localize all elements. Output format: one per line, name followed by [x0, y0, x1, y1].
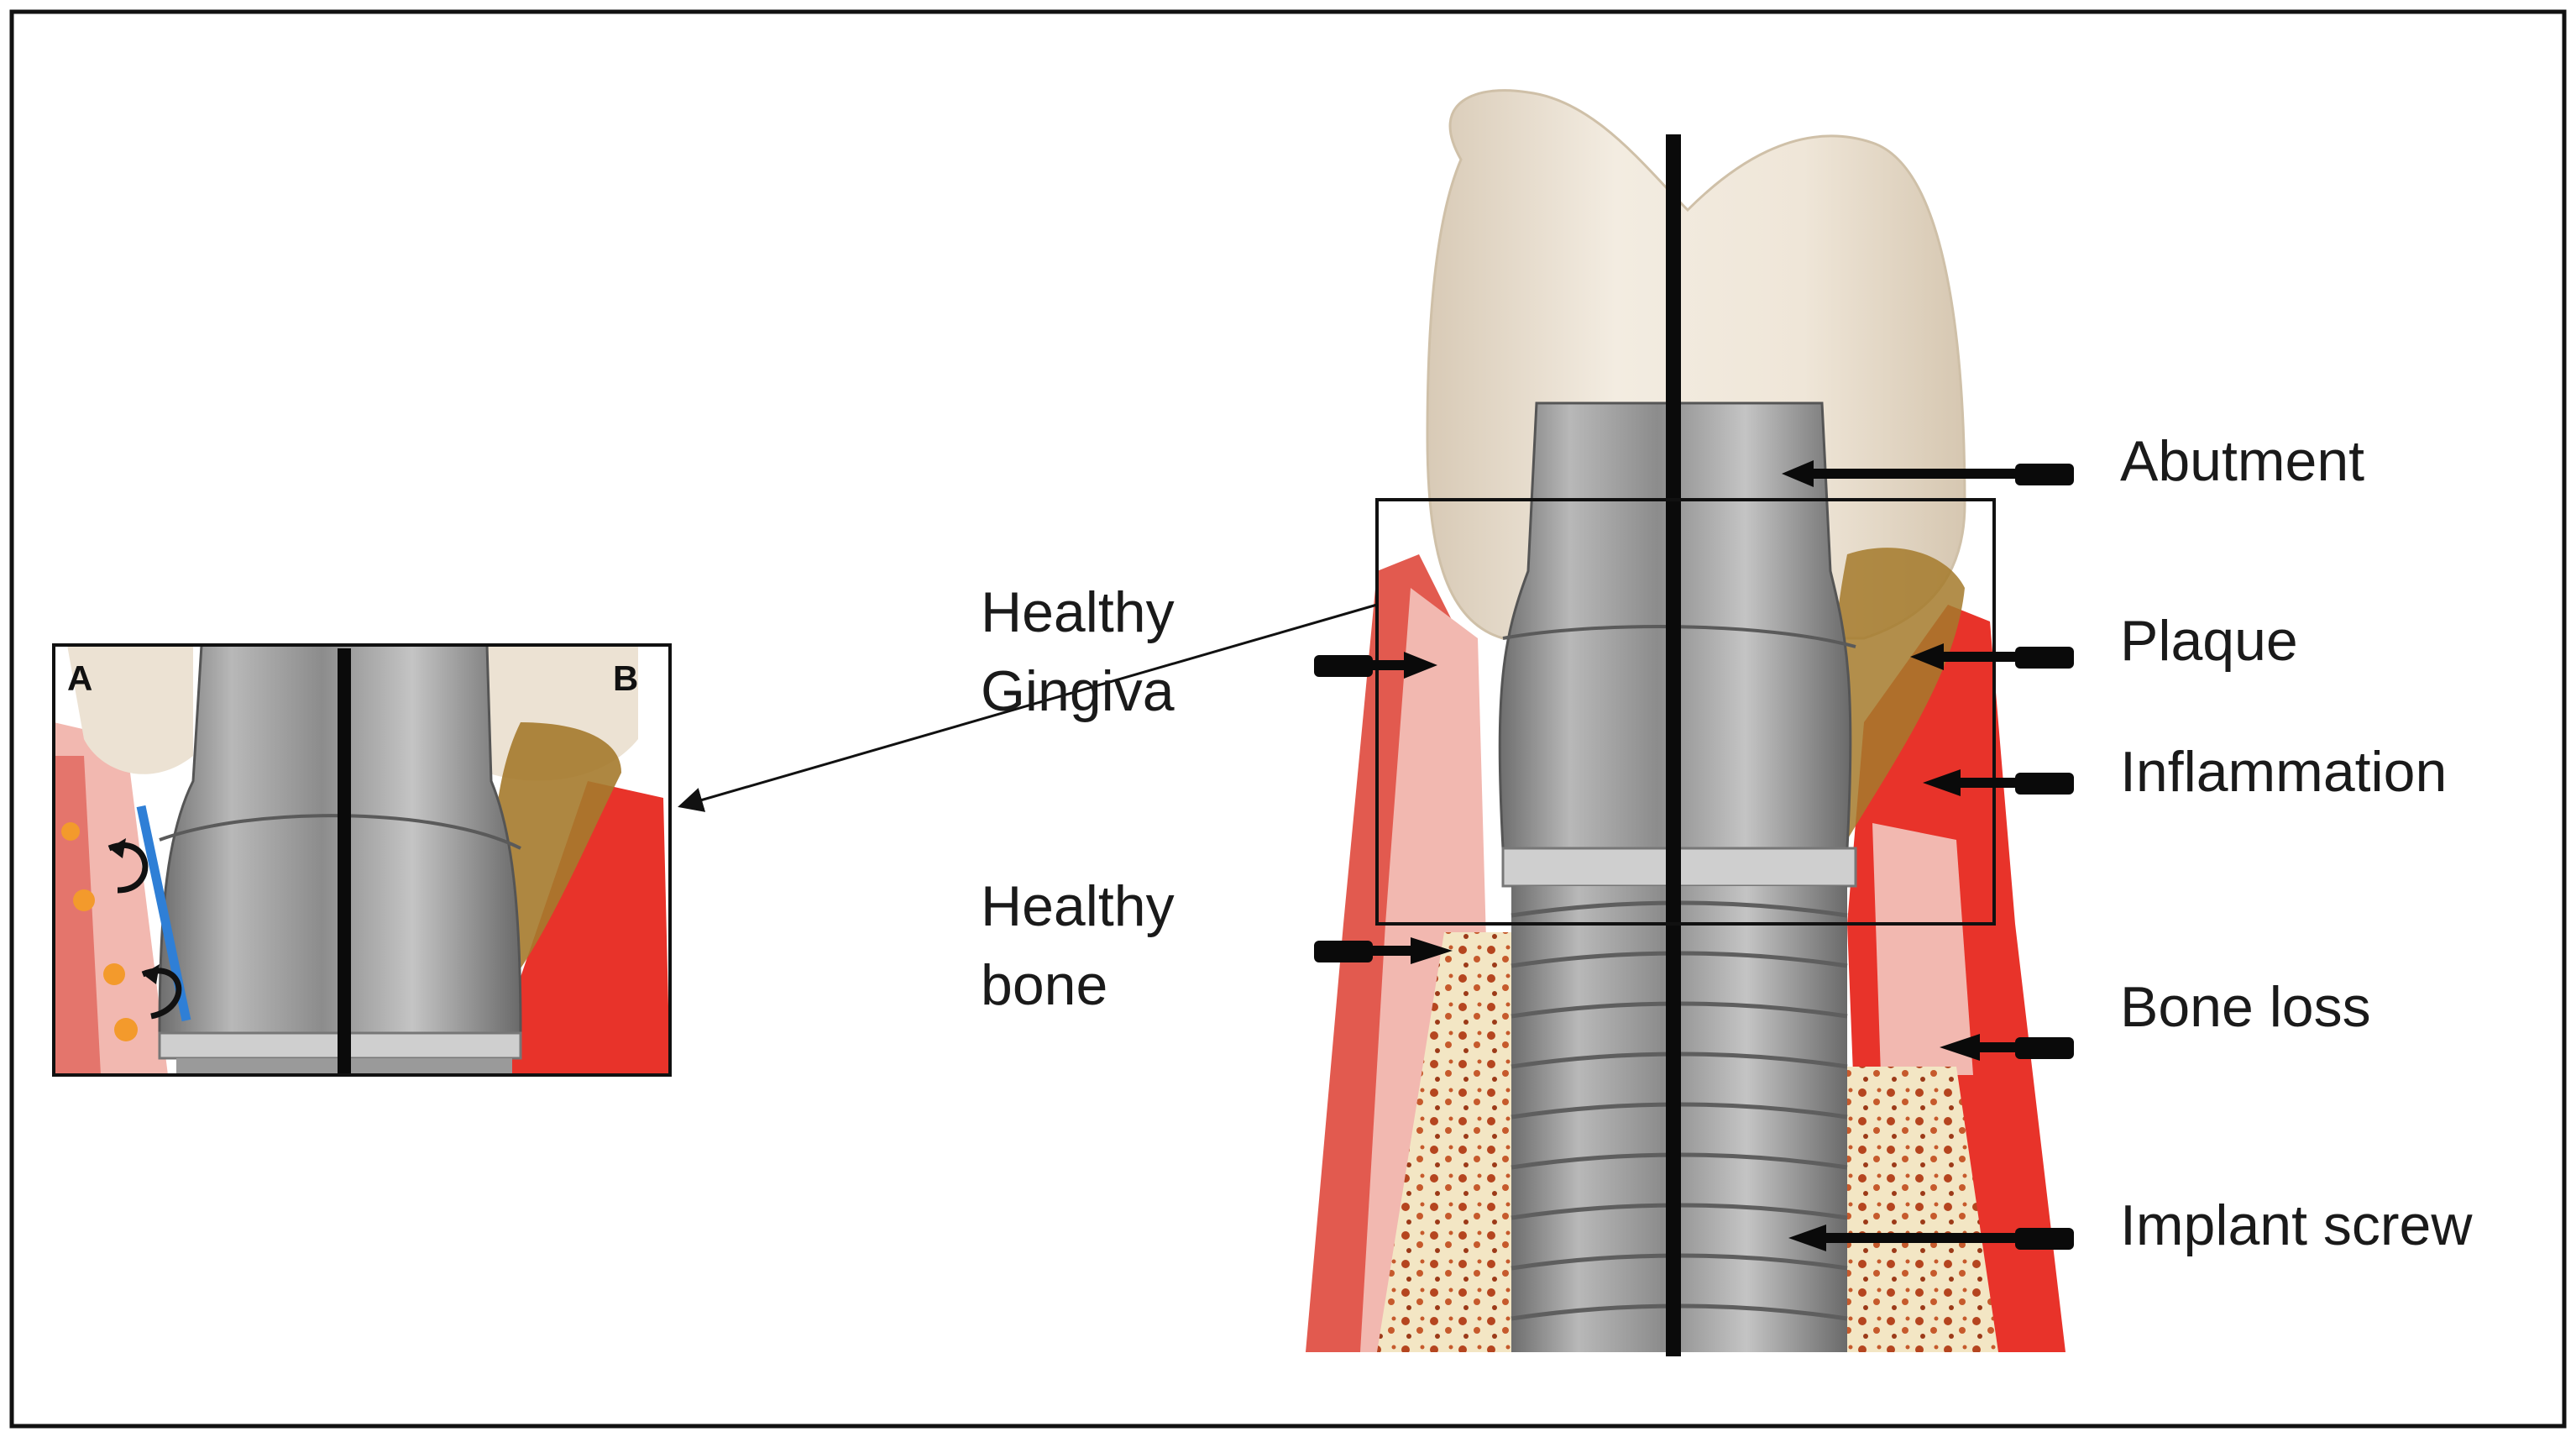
pointer-arrows: [1314, 460, 2074, 1251]
gingiva-inflamed-inner: [1872, 823, 1973, 1075]
bone-left: [1377, 932, 1528, 1352]
inset-gingiva-right: [487, 781, 670, 1075]
label-abutment: Abutment: [2120, 429, 2364, 493]
label-healthy-bone-1: Healthy: [981, 874, 1175, 938]
bacteria-dot: [114, 1018, 138, 1041]
inset-leader-line: [678, 603, 1378, 812]
label-implant-screw: Implant screw: [2120, 1193, 2473, 1257]
bone-right: [1847, 1067, 1998, 1352]
inset-crown-left: [67, 645, 193, 774]
bacteria-dot: [103, 963, 125, 985]
label-inflammation: Inflammation: [2120, 740, 2447, 804]
inset-label-a: A: [67, 658, 92, 698]
arrow-plaque: [1910, 643, 2074, 670]
bacteria-dot: [73, 889, 95, 911]
zoom-region-box: [1375, 498, 1996, 926]
outer-frame: [9, 9, 2567, 1429]
main-illustration: [1306, 89, 2066, 1356]
label-healthy-gingiva-1: Healthy: [981, 580, 1175, 644]
plaque-deposit: [1831, 548, 1965, 840]
label-healthy-bone-2: bone: [981, 953, 1107, 1017]
arrow-implant-screw: [1788, 1225, 2074, 1251]
labels: Abutment Plaque Inflammation Bone loss I…: [981, 429, 2473, 1257]
label-healthy-gingiva-2: Gingiva: [981, 659, 1175, 723]
arrow-inflammation: [1923, 769, 2074, 796]
label-plaque: Plaque: [2120, 609, 2298, 673]
arrow-abutment: [1782, 460, 2074, 487]
arrow-healthy-bone: [1314, 937, 1453, 964]
inset-frame: [52, 643, 672, 1077]
inset-plaque: [492, 722, 621, 991]
arrow-bone-loss: [1940, 1034, 2074, 1061]
bacteria-dot: [61, 822, 80, 841]
arrow-healthy-gingiva: [1314, 652, 1437, 679]
inset-panel: A B: [52, 643, 672, 1077]
label-bone-loss: Bone loss: [2120, 975, 2371, 1039]
inset-label-b: B: [613, 658, 638, 698]
